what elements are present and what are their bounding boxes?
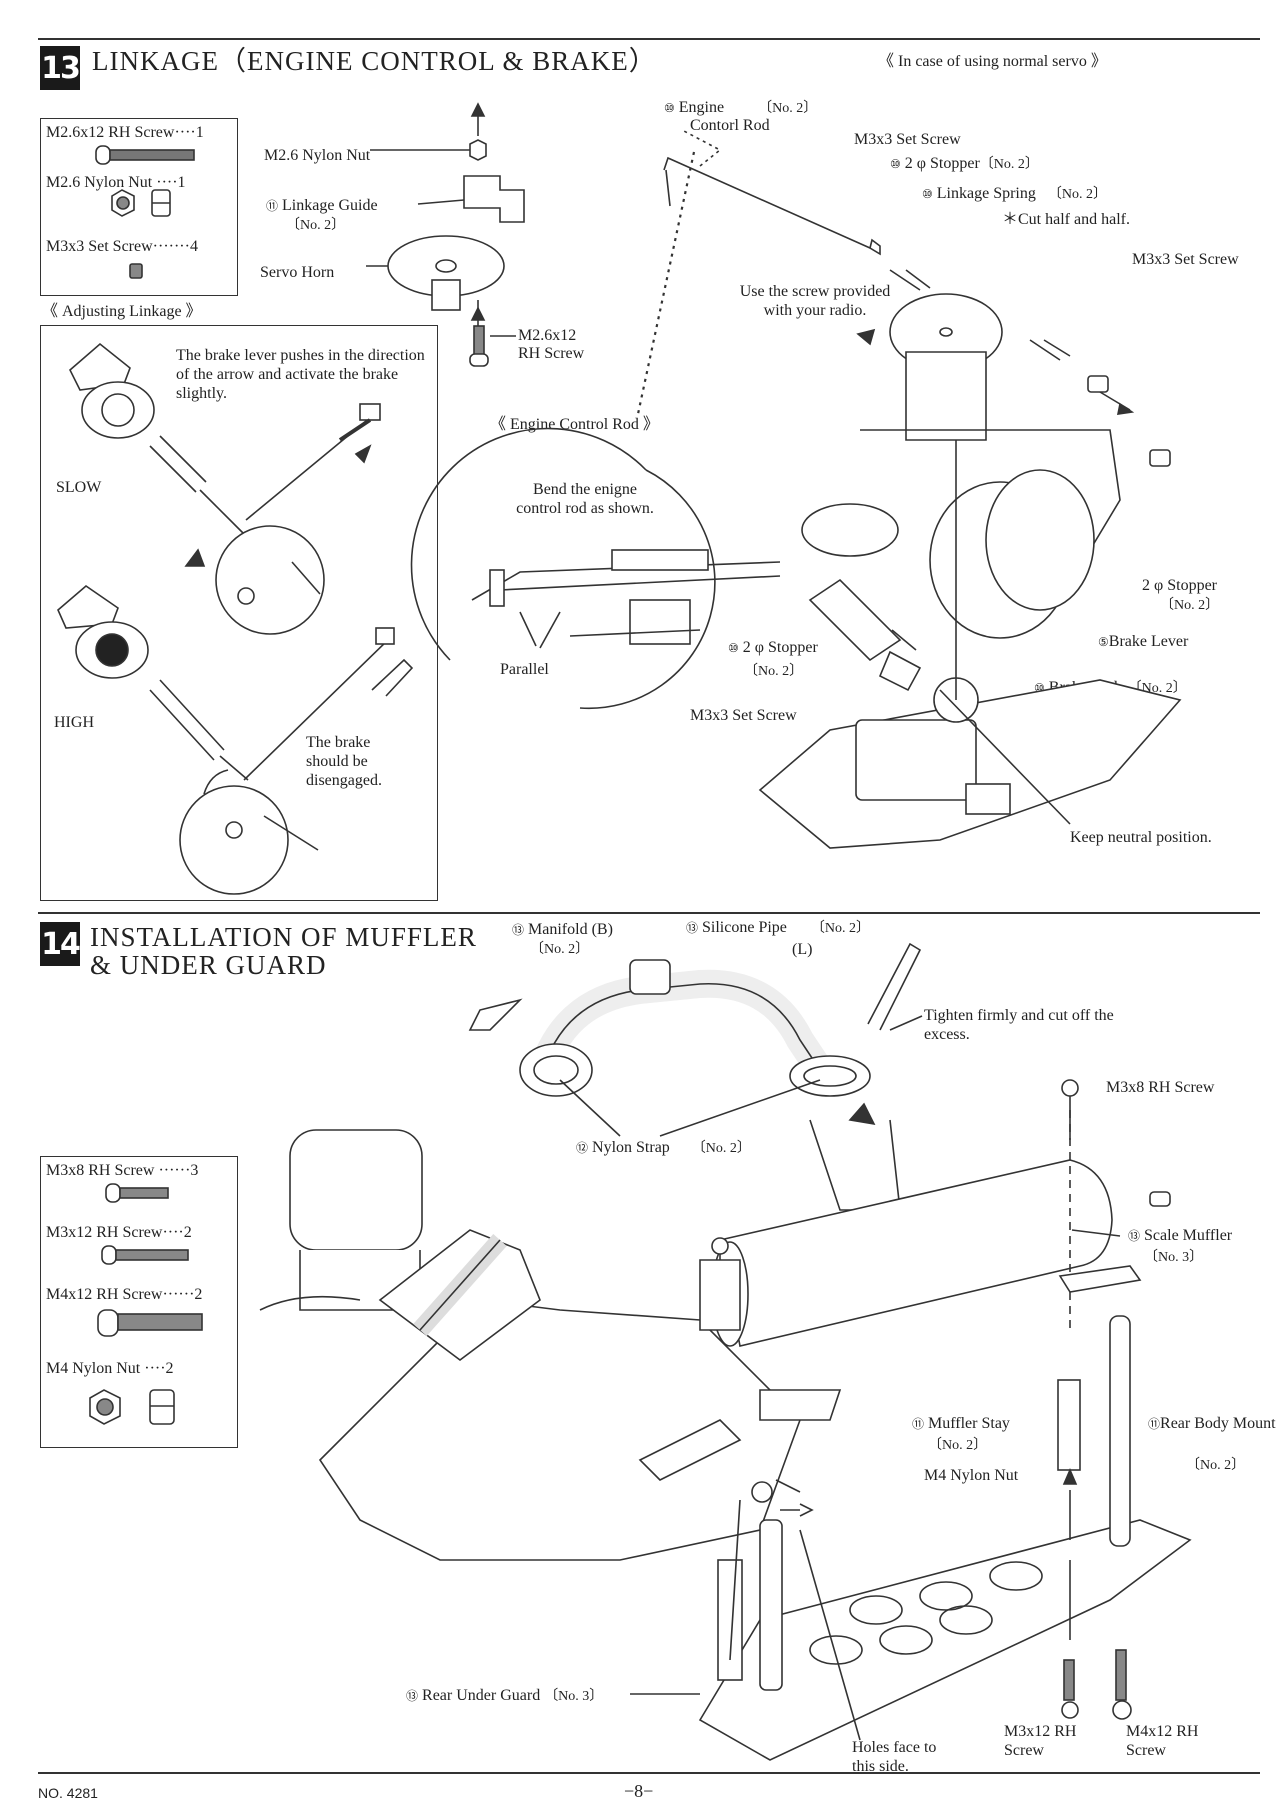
- bottom-rule: [38, 1772, 1260, 1774]
- tighten-label: Tighten firmly and cut off the excess.: [924, 1007, 1114, 1043]
- set-screw-icon: [129, 263, 143, 279]
- parts-row: M3x3 Set Screw·······4: [46, 238, 198, 255]
- set-screw-right-label: M3x3 Set Screw: [1132, 251, 1239, 268]
- holes-face-label: Holes face to this side.: [852, 1739, 937, 1775]
- manifold-qty: 〔No. 2〕: [530, 942, 590, 957]
- muffler-stay-label: ⑪ Muffler Stay: [912, 1415, 1010, 1432]
- page-number: −8−: [624, 1781, 654, 1801]
- parts-row: M4x12 RH Screw······2: [46, 1286, 203, 1303]
- engine-rod-label: ⑩ Engine 〔No. 2〕: [664, 99, 818, 116]
- m3x12-screw-icon: [101, 1245, 189, 1265]
- servo-horn-label: Servo Horn: [260, 264, 335, 281]
- rear-body-mount-qty: 〔No. 2〕: [1186, 1458, 1246, 1473]
- parts-row: M4 Nylon Nut ····2: [46, 1360, 174, 1377]
- adjusting-linkage-box: [40, 325, 438, 901]
- top-rule: [38, 38, 1260, 40]
- silicone-sub: (L): [792, 941, 813, 958]
- spring-label: ⑩ Linkage Spring 〔No. 2〕: [922, 185, 1107, 202]
- nylon-nut-icon: [111, 189, 171, 217]
- m3x12-label: M3x12 RH Screw: [1004, 1723, 1077, 1759]
- engine-rod-label-2: Contorl Rod: [690, 117, 770, 134]
- screw-icon: [95, 145, 195, 165]
- slow-carburetor-drawing: [69, 342, 381, 635]
- linkage-guide-qty: 〔No. 2〕: [286, 218, 346, 233]
- engine-assembly-drawing: [663, 156, 1182, 849]
- screw-label-2: RH Screw: [518, 345, 585, 362]
- muffler-stay-qty: 〔No. 2〕: [928, 1438, 988, 1453]
- under-guard-drawing: [630, 1315, 1192, 1761]
- set-screw-low-label: M3x3 Set Screw: [690, 707, 797, 724]
- muffler-drawing: [711, 1079, 1171, 1347]
- m3x8-label: M3x8 RH Screw: [1106, 1079, 1215, 1096]
- step-13-parts-box: [40, 118, 238, 296]
- parallel-label: Parallel: [500, 661, 549, 678]
- scale-muffler-label: ⑬ Scale Muffler: [1128, 1227, 1233, 1244]
- doc-number: NO. 4281: [38, 1785, 98, 1801]
- step-14-number: 14: [40, 922, 81, 966]
- stopper-label: ⑩ 2 φ Stopper〔No. 2〕: [890, 155, 1039, 172]
- m4-nut-label: M4 Nylon Nut: [924, 1467, 1019, 1484]
- high-label: HIGH: [54, 714, 94, 731]
- bend-text: Bend the enigne control rod as shown.: [516, 481, 654, 517]
- use-screw-label: Use the screw provided with your radio.: [739, 283, 891, 319]
- parts-row: M2.6x12 RH Screw····1: [46, 124, 204, 141]
- chassis-drawing: [259, 1129, 842, 1561]
- step-13-title: LINKAGE（ENGINE CONTROL & BRAKE）: [92, 46, 657, 76]
- middle-rule: [38, 912, 1260, 914]
- parts-row: M3x12 RH Screw····2: [46, 1224, 192, 1241]
- set-screw-top-label: M3x3 Set Screw: [854, 131, 961, 148]
- linkage-guide-label: ⑪ Linkage Guide: [266, 197, 378, 214]
- m3x8-screw-icon: [105, 1183, 169, 1203]
- parts-row: M2.6 Nylon Nut ····1: [46, 174, 186, 191]
- cut-half-label: ＊Cut half and half.: [1002, 211, 1130, 228]
- servo-horn-assembly: [366, 102, 525, 367]
- parts-row: M3x8 RH Screw ······3: [46, 1162, 199, 1179]
- brake-lever-label: ⑤Brake Lever: [1098, 633, 1189, 650]
- keep-neutral-label: Keep neutral position.: [1070, 829, 1212, 846]
- high-carburetor-drawing: [57, 584, 414, 895]
- step-14-parts-box: [40, 1156, 238, 1448]
- step-13-number: 13: [40, 46, 81, 90]
- servo-note: 《 In case of using normal servo 》: [878, 53, 1107, 70]
- manifold-label: ⑬ Manifold (B): [512, 921, 613, 938]
- step-14-title-1: INSTALLATION OF MUFFLER: [90, 922, 477, 952]
- step-14-title-2: & UNDER GUARD: [90, 950, 327, 980]
- adjusting-heading: 《 Adjusting Linkage 》: [42, 303, 202, 320]
- adjust-high-text: The brake should be disengaged.: [306, 734, 382, 789]
- m4x12-label: M4x12 RH Screw: [1126, 1723, 1199, 1759]
- manifold-drawing: [468, 942, 923, 1211]
- stopper-right-label: 2 φ Stopper: [1142, 577, 1218, 594]
- m4-nylon-nut-icon: [89, 1389, 175, 1425]
- slow-label: SLOW: [56, 479, 102, 496]
- adjust-slow-text: The brake lever pushes in the direction …: [176, 347, 425, 402]
- nylon-strap-label: ⑫ Nylon Strap 〔No. 2〕: [576, 1139, 751, 1156]
- stopper-low-qty: 〔No. 2〕: [744, 664, 804, 679]
- stopper-right-qty: 〔No. 2〕: [1160, 598, 1220, 613]
- silicone-label: ⑬ Silicone Pipe 〔No. 2〕: [686, 919, 871, 936]
- stopper-low-label: ⑩ 2 φ Stopper: [728, 639, 818, 656]
- rear-under-guard-label: ⑬ Rear Under Guard 〔No. 3〕: [406, 1687, 604, 1704]
- m4x12-screw-icon: [97, 1309, 203, 1337]
- screw-label-1: M2.6x12: [518, 327, 577, 344]
- nylon-nut-label: M2.6 Nylon Nut: [264, 147, 371, 164]
- rear-body-mount-label: ⑪Rear Body Mount: [1148, 1415, 1276, 1432]
- scale-muffler-qty: 〔No. 3〕: [1144, 1250, 1204, 1265]
- engine-rod-detail: [410, 129, 781, 710]
